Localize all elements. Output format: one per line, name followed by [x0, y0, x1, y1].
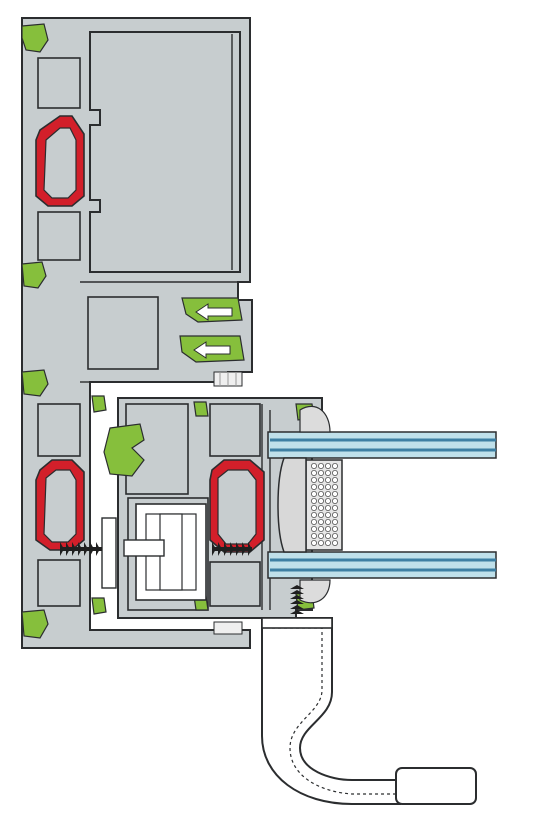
- sash-chamber-1: [125, 403, 189, 495]
- spacer-desiccant: [310, 462, 338, 547]
- frame-chamber-2: [37, 211, 81, 261]
- edge-seal: [277, 457, 307, 553]
- screw: [212, 542, 252, 556]
- frame-large-chamber: [89, 31, 241, 273]
- insulation-plugs: [213, 371, 243, 635]
- gasket-mid-upper: [21, 261, 47, 289]
- sash-chamber-3: [209, 561, 261, 607]
- gasket-mid: [21, 369, 49, 397]
- screw: [60, 542, 102, 556]
- thermal-break-lower-frame: [35, 459, 85, 551]
- glass-pane-bottom: [267, 551, 497, 579]
- seal-top-bead: [299, 405, 331, 433]
- sash-chamber-2: [209, 403, 261, 457]
- striker-plate: [101, 517, 117, 589]
- screws: [60, 542, 304, 614]
- frame-chamber-5: [37, 559, 81, 607]
- lock-bar: [123, 539, 165, 557]
- thermal-break-sash: [209, 459, 265, 553]
- handle: [261, 617, 477, 805]
- handle-base-plate: [261, 617, 333, 629]
- seal-bottom-bead: [299, 579, 331, 604]
- frame-chamber-1: [37, 57, 81, 109]
- handle-body: [261, 617, 401, 805]
- gasket-sash-small-2: [193, 401, 209, 417]
- gasket-top: [21, 23, 49, 53]
- gasket-sash-bottom-small: [91, 597, 107, 615]
- frame-chamber-4: [37, 403, 81, 457]
- clip-arrows: [193, 303, 233, 359]
- gasket-sash-center: [103, 423, 145, 477]
- gasket-bottom: [21, 609, 49, 639]
- gasket-sash-top-small: [91, 395, 107, 413]
- thermal-break-upper: [35, 115, 85, 207]
- screw: [290, 585, 304, 614]
- locking-hardware: [101, 503, 207, 601]
- handle-grip: [395, 767, 477, 805]
- glazing-unit: [267, 405, 497, 604]
- glass-pane-top: [267, 431, 497, 459]
- frame-chamber-3: [87, 296, 159, 370]
